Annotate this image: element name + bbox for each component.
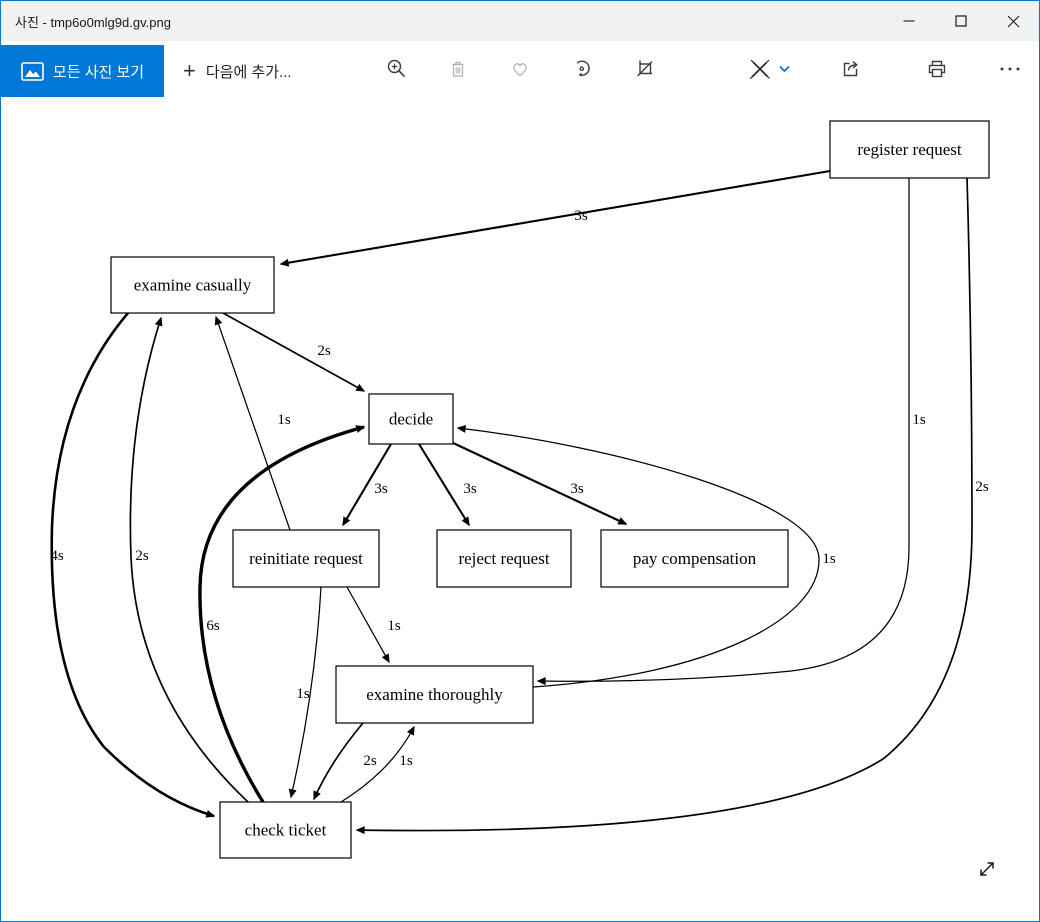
node-decide: decide <box>368 393 454 445</box>
node-label-examine_thoroughly: examine thoroughly <box>366 685 503 704</box>
share-icon <box>843 61 858 77</box>
favorite-button[interactable] <box>498 47 542 91</box>
node-examine_casually: examine casually <box>110 256 275 314</box>
node-label-register_request: register request <box>857 140 962 159</box>
close-button[interactable] <box>987 1 1039 41</box>
maximize-icon <box>955 15 967 27</box>
node-label-examine_casually: examine casually <box>134 276 252 295</box>
edge-decide-to-reject_request <box>418 443 470 527</box>
toolbar: 모든 사진 보기 + 다음에 추가... <box>1 41 1039 97</box>
node-label-reject_request: reject request <box>458 549 549 568</box>
edge-register_request-to-check_ticket <box>355 177 973 835</box>
see-all-photos-button[interactable]: 모든 사진 보기 <box>1 45 164 97</box>
node-reject_request: reject request <box>436 529 572 588</box>
zoom-icon <box>387 59 406 78</box>
edge-label-check_ticket-to-examine_thoroughly: 1s <box>399 753 413 769</box>
chevron-down-icon <box>778 65 790 73</box>
edge-label-examine_thoroughly-to-decide: 1s <box>822 551 836 567</box>
photos-icon <box>21 61 44 81</box>
node-label-pay_compensation: pay compensation <box>633 549 757 568</box>
edge-check_ticket-to-decide <box>198 425 366 803</box>
add-to-label: 다음에 추가... <box>205 63 292 81</box>
edge-reinitiate_request-to-check_ticket <box>288 586 322 799</box>
edge-label-register_request-to-check_ticket: 2s <box>975 479 989 495</box>
edge-decide-to-pay_compensation <box>450 441 628 525</box>
node-pay_compensation: pay compensation <box>600 529 789 588</box>
edge-label-decide-to-reinitiate_request: 3s <box>374 481 388 497</box>
zoom-button[interactable] <box>375 47 419 91</box>
edge-label-decide-to-pay_compensation: 3s <box>570 481 584 497</box>
edge-examine_casually-to-decide <box>222 312 366 392</box>
process-diagram-image: register request examine casually decide re… <box>50 120 990 859</box>
print-icon <box>928 60 946 78</box>
window-controls <box>883 1 1039 41</box>
window-title: 사진 - tmp6o0mlg9d.gv.png <box>15 14 171 30</box>
edit-create-button[interactable] <box>737 47 799 91</box>
add-icon: + <box>183 58 196 83</box>
edge-register_request-to-examine_casually <box>279 169 831 267</box>
see-all-photos-label: 모든 사진 보기 <box>52 63 145 81</box>
edge-reinitiate_request-to-examine_casually <box>214 315 291 531</box>
minimize-icon <box>903 20 915 22</box>
see-more-icon <box>1000 67 1020 71</box>
edge-label-check_ticket-to-examine_casually: 2s <box>135 548 149 564</box>
edge-label-reinitiate_request-to-examine_thoroughly: 1s <box>387 618 401 634</box>
node-check_ticket: check ticket <box>219 801 352 859</box>
edge-check_ticket-to-examine_casually <box>129 316 249 803</box>
node-examine_thoroughly: examine thoroughly <box>335 665 534 724</box>
node-label-reinitiate_request: reinitiate request <box>249 549 363 568</box>
edge-label-reinitiate_request-to-check_ticket: 1s <box>296 686 310 702</box>
node-reinitiate_request: reinitiate request <box>232 529 380 588</box>
delete-button[interactable] <box>436 47 480 91</box>
edge-reinitiate_request-to-examine_thoroughly <box>346 586 390 664</box>
edge-label-examine_casually-to-decide: 2s <box>317 343 331 359</box>
minimize-button[interactable] <box>883 1 935 41</box>
edit-create-icon <box>749 59 770 80</box>
expand-button[interactable] <box>971 853 1003 885</box>
crop-icon <box>637 60 653 77</box>
titlebar: 사진 - tmp6o0mlg9d.gv.png <box>1 1 1039 41</box>
see-more-button[interactable] <box>988 47 1032 91</box>
maximize-button[interactable] <box>935 1 987 41</box>
delete-icon <box>452 61 464 77</box>
close-icon <box>1007 15 1019 27</box>
expand-diagonal-icon <box>980 862 994 876</box>
edge-label-register_request-to-examine_casually: 3s <box>574 208 588 224</box>
node-label-check_ticket: check ticket <box>245 821 327 840</box>
edge-label-check_ticket-to-decide: 6s <box>206 618 220 634</box>
crop-button[interactable] <box>622 47 666 91</box>
edge-decide-to-reinitiate_request <box>342 443 392 527</box>
edge-register_request-to-examine_thoroughly <box>536 178 910 686</box>
node-register_request: register request <box>829 120 990 179</box>
favorite-heart-icon <box>513 63 527 77</box>
edge-examine_casually-to-check_ticket <box>50 312 216 818</box>
image-view: register request examine casually decide re… <box>1 97 1039 921</box>
node-label-decide: decide <box>389 410 433 429</box>
edge-label-reinitiate_request-to-examine_casually: 1s <box>277 412 291 428</box>
edge-check_ticket-to-examine_thoroughly <box>340 725 415 803</box>
print-button[interactable] <box>915 47 959 91</box>
rotate-icon <box>576 60 590 77</box>
edge-label-examine_casually-to-check_ticket: 4s <box>50 548 64 564</box>
share-button[interactable] <box>829 47 873 91</box>
edge-examine_thoroughly-to-check_ticket <box>313 722 364 801</box>
edge-label-examine_thoroughly-to-check_ticket: 2s <box>363 753 377 769</box>
edge-label-register_request-to-examine_thoroughly: 1s <box>912 412 926 428</box>
edge-examine_thoroughly-to-decide <box>456 424 820 688</box>
add-to-button[interactable]: + 다음에 추가... <box>171 45 304 97</box>
edge-label-decide-to-reject_request: 3s <box>463 481 477 497</box>
rotate-button[interactable] <box>560 47 604 91</box>
